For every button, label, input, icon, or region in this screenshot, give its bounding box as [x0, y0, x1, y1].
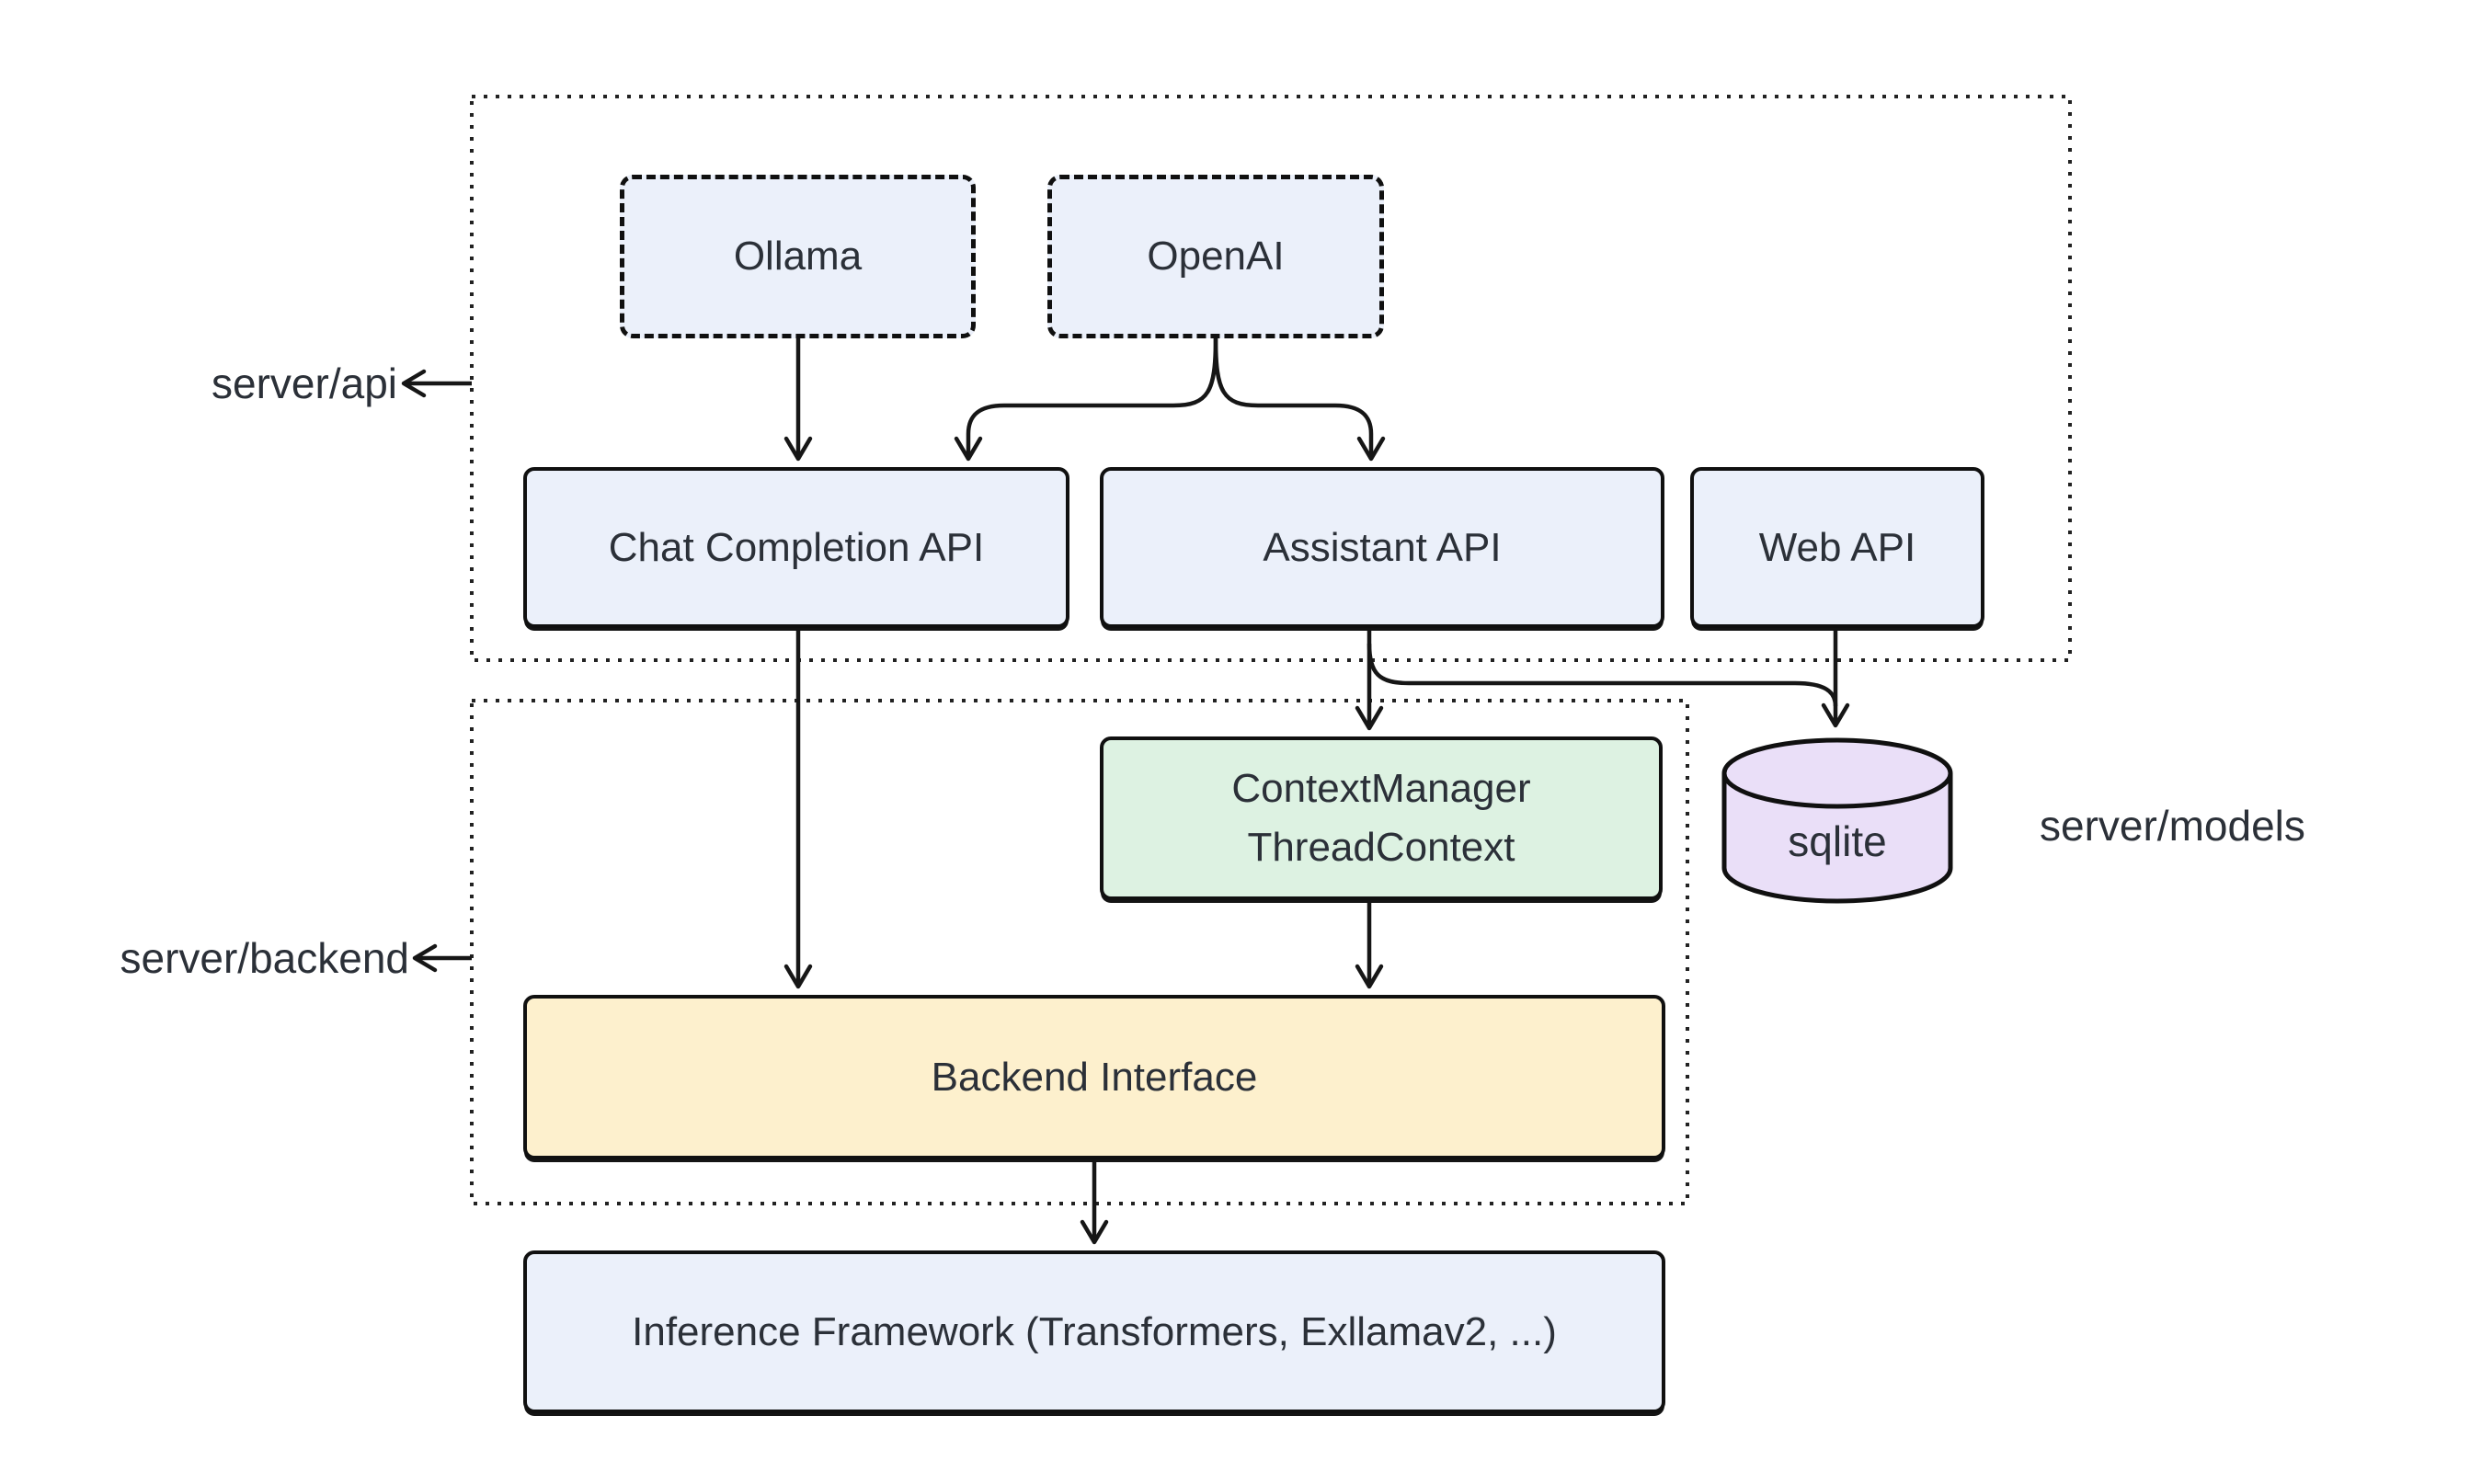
node-inference-framework-label: Inference Framework (Transformers, Exlla… [632, 1308, 1557, 1354]
node-backend-interface: Backend Interface [523, 995, 1665, 1159]
label-server-backend: server/backend [120, 934, 410, 982]
node-context-manager: ContextManager ThreadContext [1100, 736, 1663, 900]
node-ollama: Ollama [620, 175, 976, 338]
node-backend-interface-label: Backend Interface [931, 1054, 1258, 1100]
database-cylinder-shape [1721, 737, 1953, 904]
edge-openai-to-chat [954, 337, 1218, 462]
edge-assistant-to-sqlite [1367, 643, 1838, 707]
node-inference-framework: Inference Framework (Transformers, Exlla… [523, 1250, 1665, 1413]
group-server-api [470, 95, 2072, 662]
node-openai-label: OpenAI [1147, 234, 1285, 280]
edge-openai-to-assistant [1213, 337, 1386, 462]
node-openai: OpenAI [1047, 175, 1384, 338]
context-manager-line1: ContextManager [1231, 766, 1531, 812]
node-web-api-label: Web API [1758, 524, 1916, 570]
node-assistant-api-label: Assistant API [1263, 524, 1502, 570]
label-server-models: server/models [2040, 802, 2305, 850]
label-server-api: server/api [212, 360, 397, 407]
node-sqlite-label: sqlite [1788, 817, 1887, 865]
node-chat-completion-api-label: Chat Completion API [608, 524, 985, 570]
context-manager-line2: ThreadContext [1247, 825, 1515, 870]
node-context-manager-label: ContextManager ThreadContext [1231, 759, 1530, 877]
node-chat-completion-api: Chat Completion API [523, 467, 1069, 628]
node-assistant-api: Assistant API [1100, 467, 1664, 628]
node-ollama-label: Ollama [733, 234, 863, 280]
node-web-api: Web API [1690, 467, 1984, 628]
